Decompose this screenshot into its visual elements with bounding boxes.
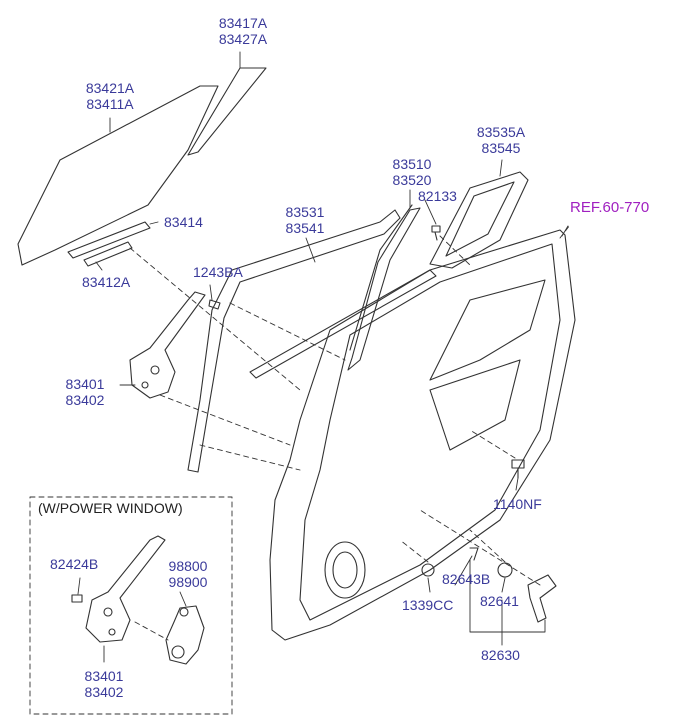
pw-motor (165, 605, 205, 665)
bolt-1243ba (208, 299, 221, 310)
label-1243ba: 1243BA (193, 264, 243, 280)
label-82630: 82630 (481, 647, 520, 663)
label-98900: 98900 (168, 574, 208, 590)
label-pw-83401: 83401 (84, 668, 124, 684)
label-82643b: 82643B (442, 571, 491, 587)
label-98800: 98800 (168, 558, 208, 574)
label-83401: 83401 (65, 376, 105, 392)
window-handle (527, 574, 557, 623)
label-83520: 83520 (392, 172, 432, 188)
quarter-glass (187, 67, 267, 156)
door-panel (269, 229, 576, 641)
manual-regulator (129, 291, 206, 399)
inset-title: (W/POWER WINDOW) (38, 500, 183, 516)
label-83535a: 83535A (476, 124, 526, 140)
main-glass (17, 85, 219, 266)
pw-regulator (85, 535, 166, 643)
label-83411a: 83411A (86, 96, 134, 112)
quarter-seal (429, 171, 529, 269)
run-channel-strip-83412a (83, 241, 133, 267)
label-1339cc: 1339CC (402, 597, 454, 613)
pw-bolt (71, 594, 83, 603)
channel-rear (347, 207, 421, 371)
label-82133: 82133 (418, 188, 457, 204)
label-83402: 83402 (65, 392, 105, 408)
label-83414: 83414 (164, 214, 203, 230)
channel-front (187, 209, 401, 473)
run-channel-strip-83414 (67, 221, 151, 259)
beltline-strip (249, 269, 437, 379)
washer-82641 (497, 562, 513, 578)
label-83412a: 83412A (82, 274, 131, 290)
label-pw-83402: 83402 (84, 684, 124, 700)
label-82641: 82641 (480, 593, 519, 609)
label-83510: 83510 (392, 156, 432, 172)
label-83427a: 83427A (218, 31, 268, 47)
label-83545: 83545 (481, 140, 521, 156)
clip-82643b (469, 547, 479, 561)
label-83531: 83531 (285, 204, 325, 220)
bolt-1140nf (511, 459, 525, 479)
label-83421a: 83421A (85, 80, 135, 96)
screw-82133 (431, 225, 441, 241)
label-1140nf: 1140NF (493, 496, 542, 512)
ref-label: REF.60-770 (570, 199, 650, 216)
label-83417a: 83417A (218, 15, 268, 31)
label-82424b: 82424B (50, 556, 99, 572)
label-83541: 83541 (285, 220, 325, 236)
nut-1339cc (421, 563, 435, 577)
power-window-inset (29, 496, 233, 715)
